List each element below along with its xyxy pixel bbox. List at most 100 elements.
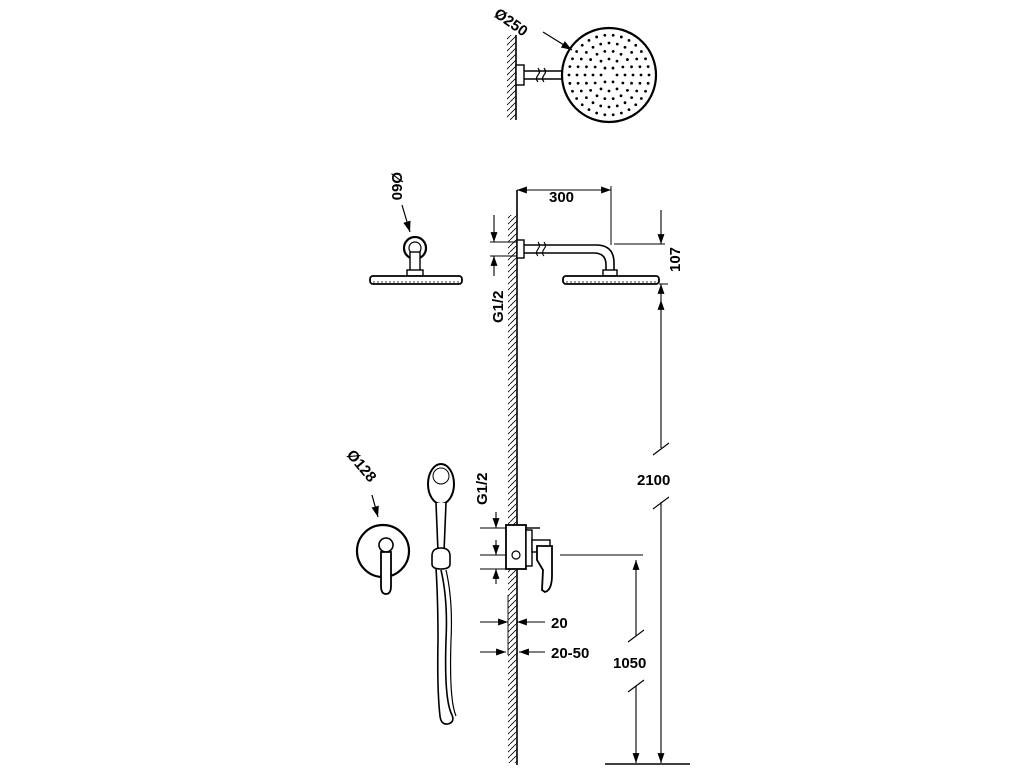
nozzle-dot: [593, 81, 597, 85]
top-view-shower-head: Ø250: [491, 5, 658, 124]
nozzle-dot: [646, 65, 650, 69]
top-view-flange: [515, 64, 525, 86]
nozzle-dot: [595, 94, 599, 98]
nozzle-dot: [611, 113, 615, 117]
nozzle-dot: [607, 41, 611, 45]
nozzle-dot: [603, 97, 607, 101]
nozzle-dot: [589, 89, 593, 92]
nozzle-dot: [571, 89, 574, 93]
nozzle-dot: [635, 57, 639, 61]
nozzle-dot: [580, 103, 584, 107]
nozzle-dot: [575, 50, 579, 53]
nozzle-dot: [583, 73, 587, 77]
nozzle-dot: [576, 65, 580, 69]
nozzle-dot: [567, 73, 571, 77]
nozzle-dot: [615, 104, 619, 108]
nozzle-dot: [625, 89, 629, 92]
nozzle-dot: [627, 38, 631, 42]
nozzle-dot: [576, 81, 580, 85]
nozzle-dot: [611, 80, 615, 84]
nozzle-dot: [599, 59, 603, 63]
nozzle-dot: [603, 66, 607, 70]
nozzle-dot: [630, 65, 633, 69]
thread-lower-label: G1/2: [474, 472, 491, 505]
nozzle-dot: [630, 81, 633, 85]
nozzle-dot: [619, 94, 623, 98]
nozzle-dot: [623, 101, 627, 105]
mixer-front-lever: [380, 551, 392, 595]
nozzle-dot: [589, 58, 593, 61]
hand-shower: [427, 463, 457, 725]
nozzle-dot: [635, 89, 639, 93]
shower-arm: [524, 244, 615, 272]
nozzle-dot: [639, 50, 643, 53]
rain-head-side: [562, 275, 660, 285]
nozzle-dot: [623, 45, 627, 49]
nozzle-dot: [607, 89, 611, 93]
nozzle-dot: [599, 87, 603, 91]
elevation-wall: [508, 215, 517, 763]
nozzle-dot: [644, 57, 647, 61]
nozzle-dot: [575, 97, 579, 100]
nozzle-dot: [619, 111, 623, 115]
top-view-wall: [507, 35, 516, 120]
nozzle-dot: [634, 43, 638, 47]
nozzle-dot: [579, 57, 583, 61]
nozzle-dot: [575, 73, 579, 77]
nozzle-dot: [599, 73, 603, 77]
nozzle-dot: [619, 35, 623, 39]
nozzle-dot: [603, 113, 607, 117]
arm-flange: [516, 239, 525, 259]
nozzle-dot: [639, 97, 643, 100]
nozzle-dot: [587, 38, 591, 42]
nozzle-dot: [623, 73, 627, 77]
mixer-body: [505, 524, 527, 570]
nozzle-dot: [607, 57, 611, 61]
nozzle-dot: [630, 96, 634, 100]
dim-1050-label: 1050: [613, 655, 646, 672]
nozzle-dot: [647, 73, 651, 77]
diameter-128-label: Ø128: [343, 447, 380, 486]
dim-20-50-label: 20-50: [551, 645, 589, 662]
nozzle-dot: [615, 59, 619, 63]
dim-2100-label: 2100: [637, 472, 670, 489]
nozzle-dot: [568, 81, 572, 85]
nozzle-dot: [634, 103, 638, 107]
nozzle-dot: [619, 52, 623, 56]
nozzle-dot: [621, 81, 625, 85]
nozzle-dot: [639, 73, 643, 77]
nozzle-dot: [595, 35, 599, 39]
nozzle-dot: [631, 73, 635, 77]
nozzle-dot: [603, 33, 607, 37]
nozzle-dot: [615, 87, 619, 91]
nozzle-dot: [615, 42, 619, 46]
main-elevation: [505, 190, 660, 765]
nozzle-dot: [593, 65, 597, 69]
nozzle-dot: [611, 66, 615, 70]
nozzle-dot: [580, 43, 584, 47]
nozzle-dot: [571, 57, 574, 61]
nozzle-dot: [579, 89, 583, 93]
nozzle-dot: [584, 50, 588, 54]
nozzle-dots: [567, 33, 651, 117]
nozzle-dot: [568, 65, 572, 69]
nozzle-dot: [591, 101, 595, 105]
diameter-60-label: Ø60: [388, 172, 405, 200]
thread-upper-label: G1/2: [490, 290, 507, 323]
mixer-front-view: Ø128: [343, 447, 411, 595]
mixer-lever-side: [536, 545, 553, 593]
nozzle-dot: [599, 104, 603, 108]
nozzle-dot: [611, 49, 615, 53]
nozzle-dot: [611, 97, 615, 101]
dimensions: 300 107 G1/2 G1/2 2100 1050: [474, 186, 690, 765]
nozzle-dot: [611, 33, 615, 37]
nozzle-dot: [584, 96, 588, 100]
nozzle-dot: [644, 89, 647, 93]
dim-107-label: 107: [667, 247, 684, 272]
nozzle-dot: [627, 108, 631, 112]
side-view-head-small: Ø60: [369, 172, 463, 285]
nozzle-dot: [599, 42, 603, 46]
nozzle-dot: [646, 81, 650, 85]
nozzle-dot: [607, 105, 611, 109]
